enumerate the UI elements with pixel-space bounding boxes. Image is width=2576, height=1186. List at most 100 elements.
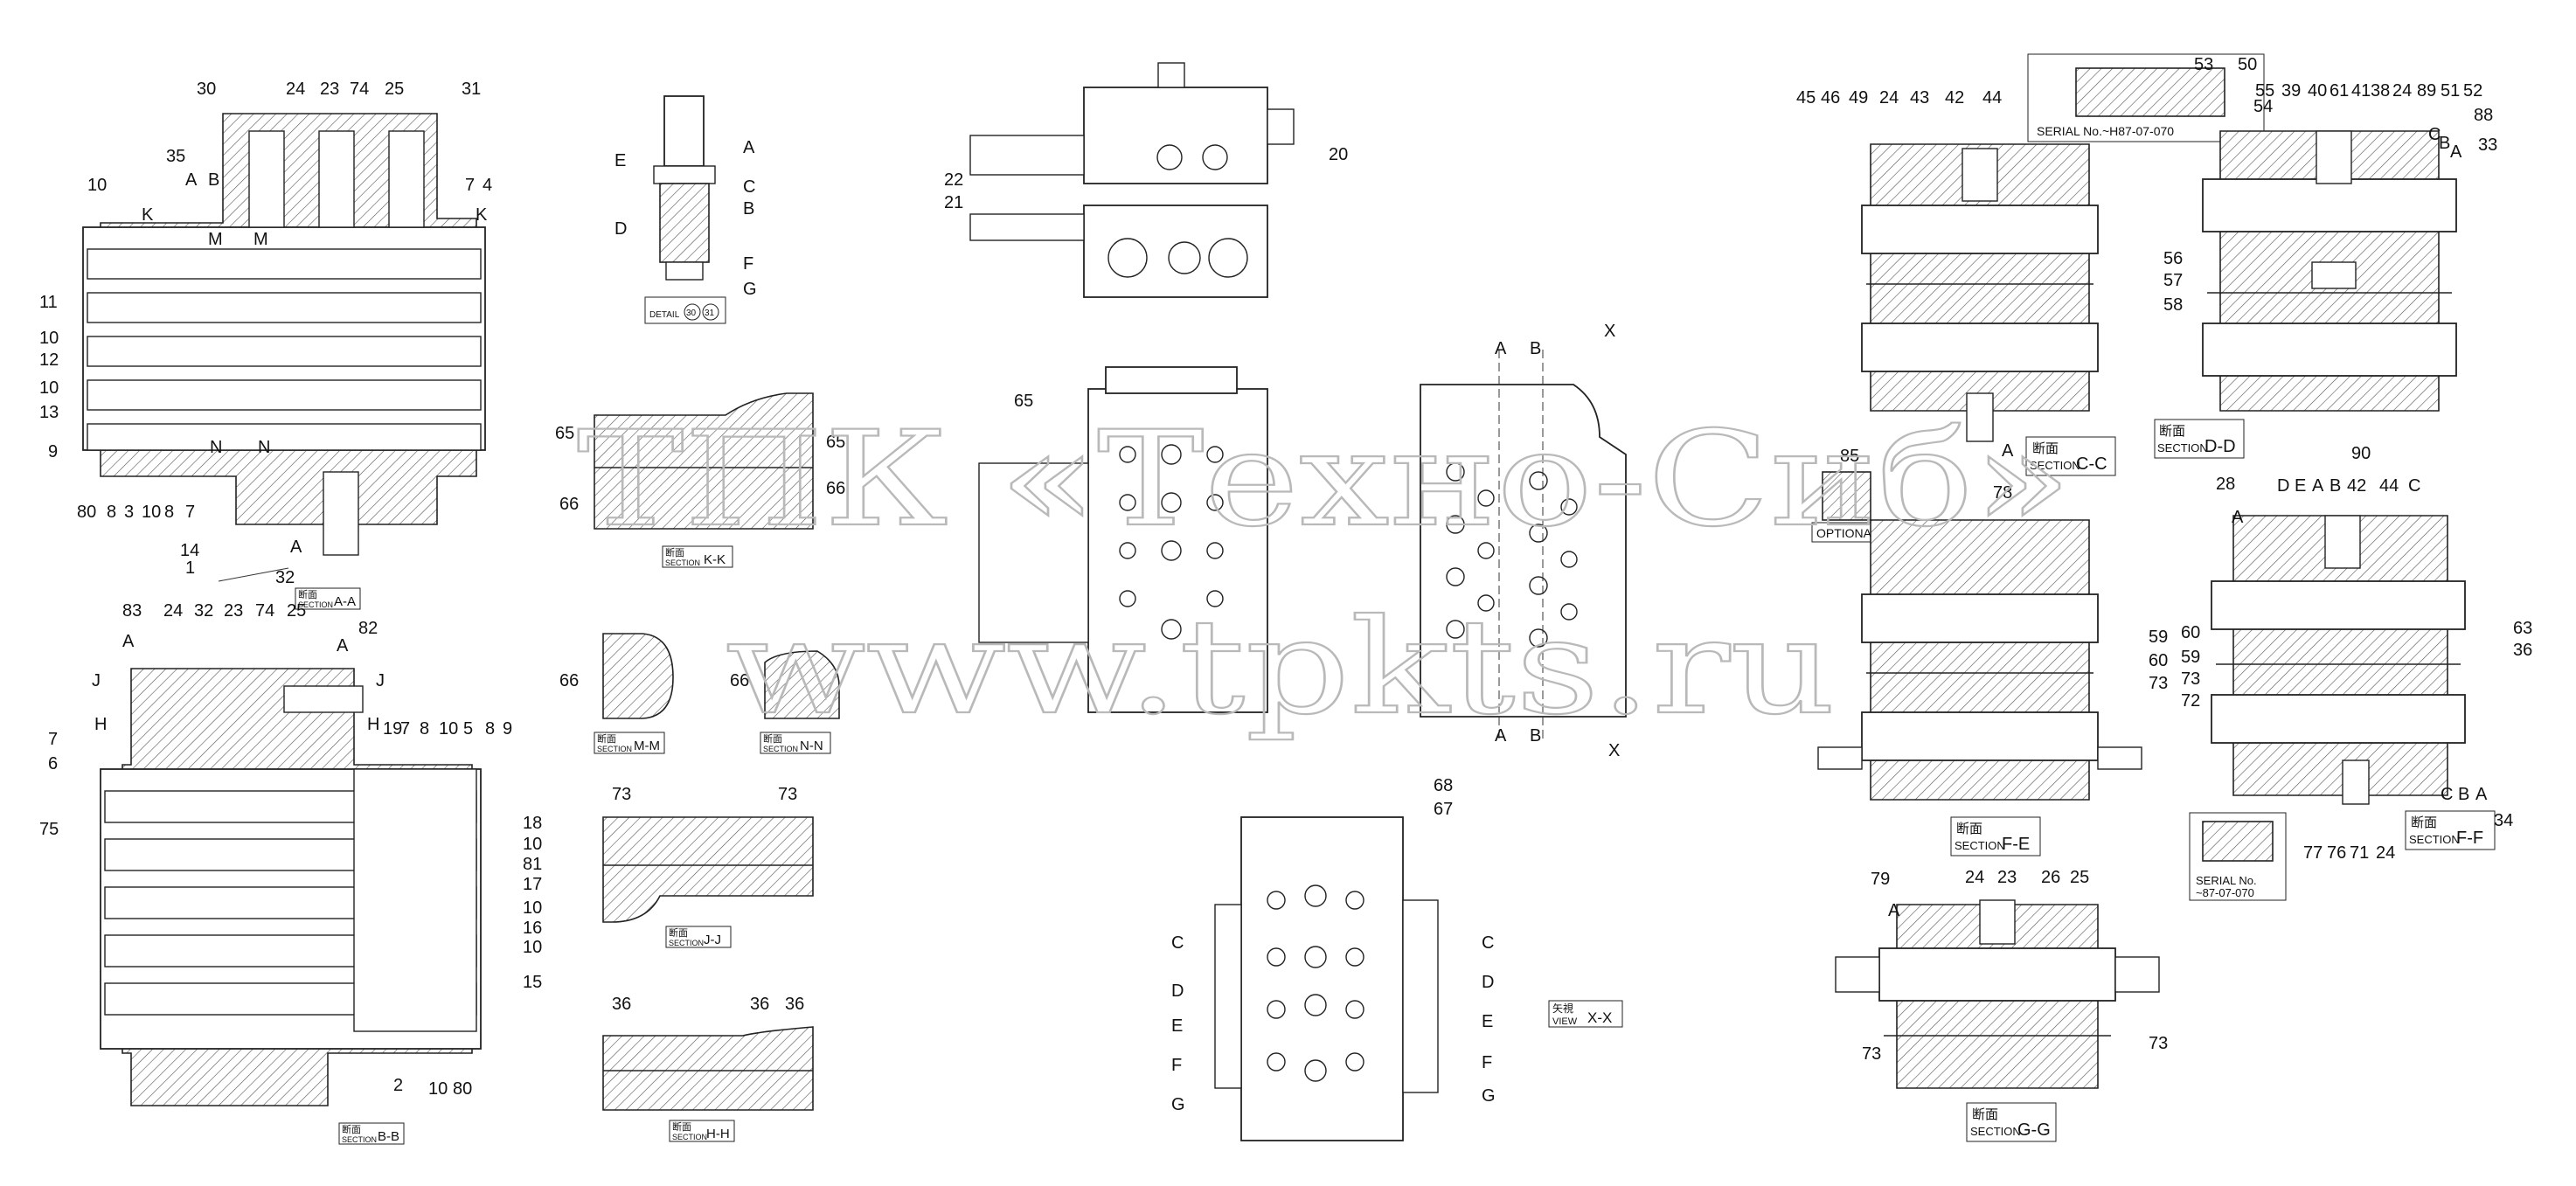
svg-text:19: 19	[383, 719, 402, 739]
svg-text:24: 24	[1879, 88, 1899, 108]
svg-text:45: 45	[1796, 88, 1816, 108]
svg-text:25: 25	[385, 80, 404, 99]
svg-text:31: 31	[462, 80, 481, 99]
svg-text:73: 73	[778, 785, 797, 804]
svg-text:SECTION: SECTION	[672, 1133, 707, 1141]
svg-text:D-D: D-D	[2205, 437, 2236, 456]
svg-text:K: K	[476, 205, 488, 225]
svg-text:9: 9	[48, 442, 58, 461]
svg-text:23: 23	[320, 80, 339, 99]
svg-text:74: 74	[350, 80, 369, 99]
section-f-e-labels: 59 60 73	[2149, 628, 2168, 693]
svg-text:C-C: C-C	[2076, 454, 2107, 474]
section-m-m-drawing	[602, 633, 674, 719]
svg-text:16: 16	[523, 919, 542, 938]
svg-text:25: 25	[2070, 868, 2089, 887]
section-m-m-label: 66	[559, 671, 579, 690]
svg-text:20: 20	[1329, 145, 1348, 164]
svg-text:C: C	[743, 177, 755, 197]
svg-text:断面: 断面	[665, 546, 684, 558]
svg-text:80: 80	[77, 503, 96, 522]
svg-text:43: 43	[1910, 88, 1929, 108]
svg-text:G: G	[743, 280, 757, 299]
svg-text:10: 10	[439, 719, 458, 739]
section-j-j-labels: 73 73	[612, 785, 797, 804]
svg-text:断面: 断面	[342, 1123, 361, 1135]
svg-text:SECTION: SECTION	[1955, 839, 2005, 852]
svg-text:18: 18	[523, 814, 542, 833]
svg-text:SECTION: SECTION	[2030, 459, 2080, 472]
svg-text:10: 10	[523, 898, 542, 918]
svg-text:断面: 断面	[2159, 424, 2185, 439]
svg-text:8: 8	[420, 719, 429, 739]
watermark: ТПК «Техно-Сиб» www.tpkts.ru	[576, 403, 2073, 745]
svg-text:SECTION: SECTION	[1970, 1125, 2021, 1138]
svg-text:G-G: G-G	[2017, 1120, 2051, 1140]
svg-text:G: G	[1482, 1086, 1496, 1106]
section-n-n-title: 断面 SECTION N-N	[760, 732, 831, 754]
serial-note-1: SERIAL No.~H87-07-070	[2027, 53, 2265, 142]
svg-text:断面: 断面	[1972, 1107, 1998, 1122]
svg-text:A: A	[290, 538, 302, 557]
svg-text:断面: 断面	[1956, 822, 1982, 836]
svg-text:VIEW: VIEW	[1552, 1016, 1578, 1027]
svg-text:40: 40	[2308, 81, 2327, 101]
svg-text:A-A: A-A	[334, 594, 356, 609]
svg-text:F-E: F-E	[2002, 835, 2030, 854]
svg-text:15: 15	[523, 973, 542, 992]
svg-text:SECTION: SECTION	[665, 558, 700, 567]
svg-text:38: 38	[2371, 81, 2390, 101]
section-a-a-drawing	[82, 113, 486, 582]
svg-text:10: 10	[39, 329, 59, 348]
view-x-x-drawing	[1214, 816, 1439, 1141]
svg-text:23: 23	[224, 601, 243, 621]
svg-text:A: A	[1495, 339, 1507, 358]
svg-text:2: 2	[393, 1076, 403, 1095]
svg-text:76: 76	[2327, 843, 2346, 863]
svg-text:68: 68	[1434, 776, 1453, 795]
svg-text:A: A	[337, 636, 349, 655]
svg-text:24: 24	[2376, 843, 2395, 863]
svg-text:OPTIONAL: OPTIONAL	[1816, 526, 1878, 540]
top-view-drawing	[969, 62, 1295, 298]
svg-text:A: A	[743, 138, 755, 157]
section-h-h-labels: 36 36 36	[612, 995, 804, 1014]
svg-text:N-N: N-N	[800, 739, 823, 753]
svg-text:SECTION: SECTION	[342, 1135, 377, 1144]
svg-text:78: 78	[1993, 483, 2012, 503]
svg-text:31: 31	[705, 309, 715, 318]
svg-text:D: D	[1482, 973, 1494, 992]
svg-text:10: 10	[142, 503, 161, 522]
svg-text:8: 8	[107, 503, 116, 522]
section-b-b-drawing	[100, 668, 482, 1106]
section-a-a-title: 断面 SECTION A-A	[295, 587, 361, 610]
svg-text:M: M	[253, 230, 268, 249]
svg-text:E: E	[1171, 1016, 1183, 1036]
svg-text:32: 32	[194, 601, 213, 621]
svg-text:断面: 断面	[597, 732, 616, 745]
svg-text:36: 36	[612, 995, 631, 1014]
section-b-b-title: 断面 SECTION B-B	[338, 1122, 405, 1145]
svg-text:B: B	[743, 199, 754, 218]
svg-text:D: D	[614, 219, 627, 239]
svg-text:A: A	[1495, 726, 1507, 746]
section-h-h-drawing	[602, 1026, 814, 1111]
svg-text:断面: 断面	[298, 588, 317, 600]
svg-text:7: 7	[465, 176, 475, 195]
section-n-n-label: 66	[730, 671, 749, 690]
svg-text:14: 14	[180, 541, 199, 560]
section-g-g-drawing	[1835, 899, 2160, 1089]
svg-text:SECTION: SECTION	[669, 939, 704, 947]
svg-text:59: 59	[2181, 648, 2200, 667]
svg-text:85: 85	[1840, 447, 1859, 466]
section-c-c-drawing	[1861, 143, 2099, 442]
svg-text:B: B	[208, 170, 219, 190]
svg-text:82: 82	[358, 619, 378, 638]
svg-text:25: 25	[287, 601, 306, 621]
svg-text:30: 30	[686, 309, 697, 318]
svg-text:80: 80	[453, 1079, 472, 1099]
svg-text:F: F	[743, 254, 753, 274]
svg-text:D: D	[1171, 981, 1184, 1001]
svg-text:B: B	[1530, 726, 1541, 746]
